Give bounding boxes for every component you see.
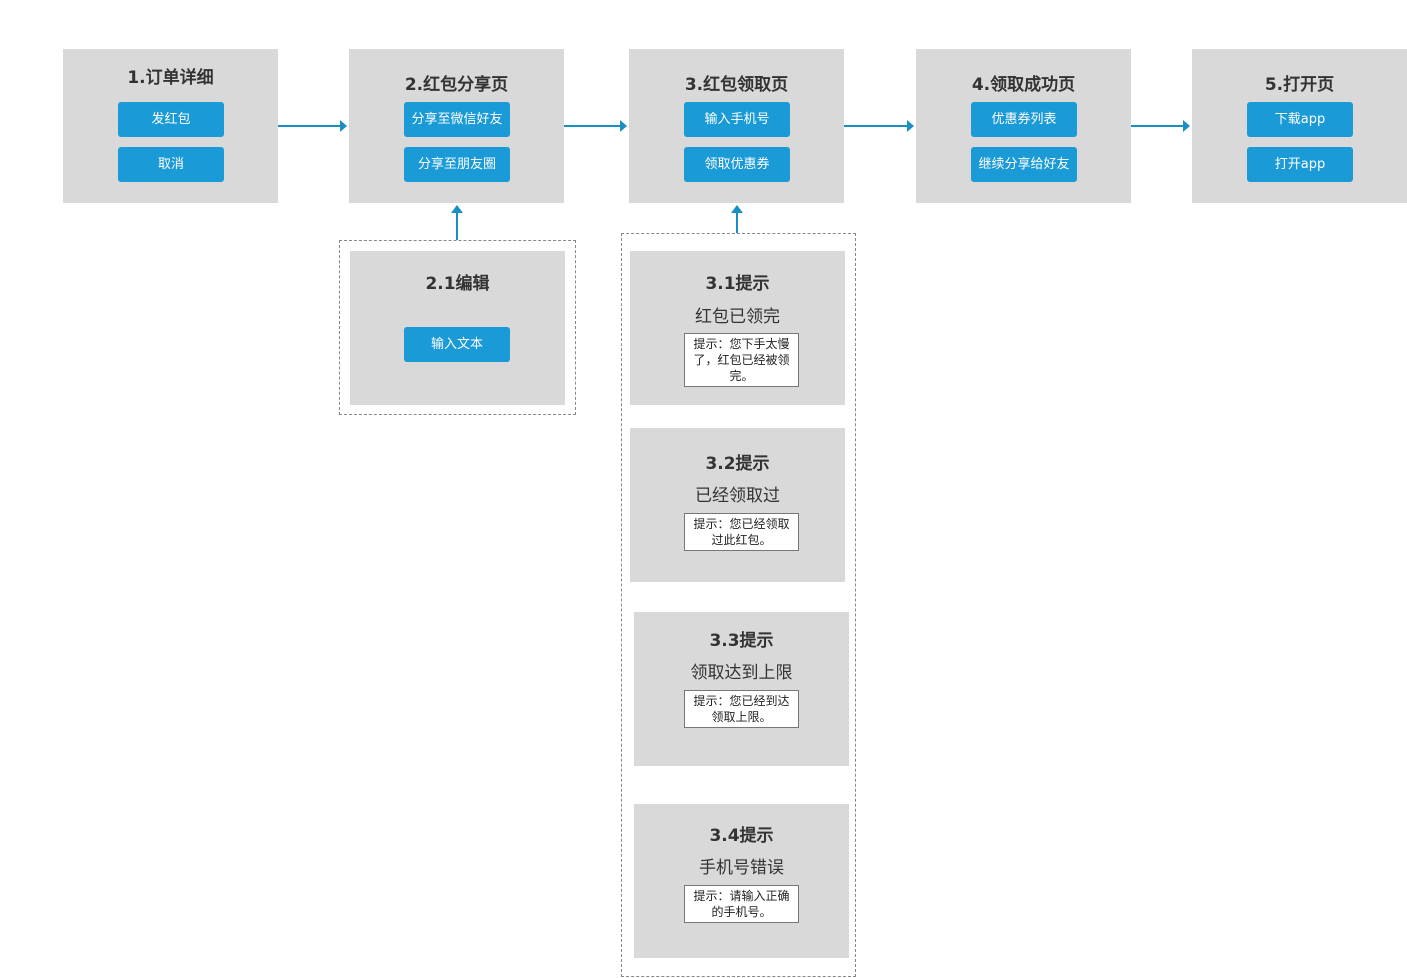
arrow-head-3	[907, 120, 914, 132]
tip-subtitle: 领取达到上限	[690, 663, 793, 683]
send-redpacket-button[interactable]: 发红包	[118, 102, 224, 137]
step-order-detail: 1.订单详细 发红包 取消	[63, 49, 278, 203]
tip-title: 3.2提示	[705, 454, 770, 474]
arrow-head-5	[451, 205, 463, 213]
coupon-list-button[interactable]: 优惠券列表	[971, 102, 1077, 137]
edit-group-frame	[339, 240, 576, 415]
tip-message: 提示：您已经领取过此红包。	[684, 513, 799, 551]
input-phone-button[interactable]: 输入手机号	[684, 102, 790, 137]
step-redpacket-receive: 3.红包领取页 输入手机号 领取优惠券	[629, 49, 844, 203]
step-title: 5.打开页	[1264, 75, 1335, 95]
tip-title: 3.1提示	[705, 274, 770, 294]
tip-limit-reached: 3.3提示 领取达到上限 提示：您已经到达领取上限。	[634, 612, 849, 766]
continue-share-button[interactable]: 继续分享给好友	[971, 147, 1077, 182]
tips-group-frame	[621, 233, 856, 977]
tip-message: 提示：您已经到达领取上限。	[684, 690, 799, 728]
tip-title: 3.4提示	[709, 826, 774, 846]
tip-phone-error: 3.4提示 手机号错误 提示：请输入正确的手机号。	[634, 804, 849, 958]
tip-redpacket-empty: 3.1提示 红包已领完 提示：您下手太慢了，红包已经被领完。	[630, 251, 845, 405]
step-edit: 2.1编辑 输入文本	[350, 251, 565, 405]
tip-subtitle: 已经领取过	[695, 486, 780, 506]
step-title: 2.红包分享页	[404, 75, 509, 95]
arrow-head-6	[731, 205, 743, 213]
step-title: 2.1编辑	[425, 274, 490, 294]
step-receive-success: 4.领取成功页 优惠券列表 继续分享给好友	[916, 49, 1131, 203]
tip-subtitle: 红包已领完	[695, 307, 780, 327]
tip-subtitle: 手机号错误	[699, 858, 784, 878]
share-wechat-friend-button[interactable]: 分享至微信好友	[404, 102, 510, 137]
share-moments-button[interactable]: 分享至朋友圈	[404, 147, 510, 182]
tip-title: 3.3提示	[709, 631, 774, 651]
step-redpacket-share: 2.红包分享页 分享至微信好友 分享至朋友圈	[349, 49, 564, 203]
arrow-head-2	[620, 120, 627, 132]
cancel-button[interactable]: 取消	[118, 147, 224, 182]
download-app-button[interactable]: 下载app	[1247, 102, 1353, 137]
step-open-page: 5.打开页 下载app 打开app	[1192, 49, 1407, 203]
tip-already-received: 3.2提示 已经领取过 提示：您已经领取过此红包。	[630, 428, 845, 582]
step-title: 4.领取成功页	[971, 75, 1076, 95]
arrow-head-1	[340, 120, 347, 132]
tip-message: 提示：请输入正确的手机号。	[684, 885, 799, 923]
step-title: 3.红包领取页	[684, 75, 789, 95]
input-text-button[interactable]: 输入文本	[404, 327, 510, 362]
arrow-head-4	[1183, 120, 1190, 132]
receive-coupon-button[interactable]: 领取优惠券	[684, 147, 790, 182]
open-app-button[interactable]: 打开app	[1247, 147, 1353, 182]
step-title: 1.订单详细	[127, 68, 214, 88]
tip-message: 提示：您下手太慢了，红包已经被领完。	[684, 333, 799, 387]
